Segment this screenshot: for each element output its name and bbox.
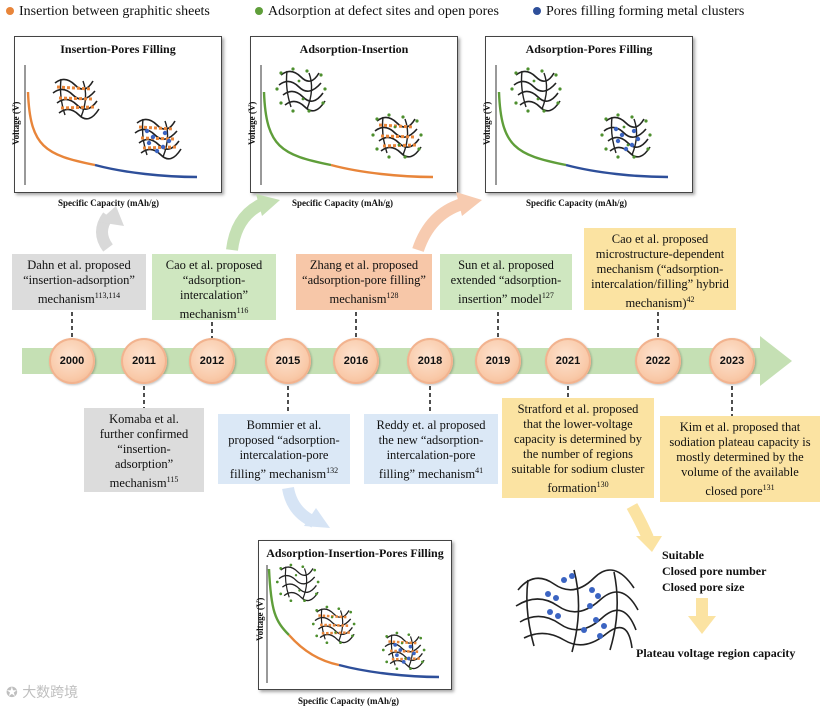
year-node-2023: 2023	[709, 338, 755, 384]
blue-arrow-icon	[304, 508, 330, 528]
panel-adsorption-pores-filling: Adsorption-Pores Filling Voltage (V)	[482, 36, 693, 193]
voltage-curve-chart	[266, 563, 440, 683]
green-arrow-icon	[256, 194, 280, 216]
legend-label: Pores filling forming metal clusters	[546, 4, 745, 19]
orange-dot-icon	[6, 6, 14, 15]
watermark-icon: ✪	[6, 685, 18, 701]
box-kim-2023: Kim et al. proposed that sodiation plate…	[660, 416, 820, 502]
note-closed-pore-number: Closed pore number	[662, 564, 767, 578]
pore-cluster-structure-icon	[381, 631, 426, 671]
legend-label: Insertion between graphitic sheets	[19, 4, 210, 19]
year-node-2021: 2021	[545, 338, 591, 384]
panel-adsorption-insertion-pores-filling: Adsorption-Insertion-Pores Filling Volta…	[255, 540, 452, 690]
insertion-structure-icon	[371, 113, 423, 159]
note-closed-pore-size: Closed pore size	[662, 580, 745, 594]
year-node-2011: 2011	[121, 338, 167, 384]
year-node-2016: 2016	[333, 338, 379, 384]
y-axis-label: Voltage (V)	[11, 101, 21, 145]
box-reddy-2018: Reddy et. al proposed the new “adsorptio…	[364, 414, 498, 484]
legend-item-insertion: Insertion between graphitic sheets	[6, 4, 210, 20]
yellow-down-arrow-icon	[688, 616, 716, 634]
defect-site-structure-icon	[275, 67, 327, 113]
box-sun-2019: Sun et al. proposed extended “adsorption…	[440, 254, 572, 310]
voltage-curve-chart	[24, 65, 198, 185]
box-komaba-2011: Komaba et al. further confirmed “inserti…	[84, 408, 204, 492]
year-node-2018: 2018	[407, 338, 453, 384]
year-node-2012: 2012	[189, 338, 235, 384]
legend-item-pore-filling: Pores filling forming metal clusters	[533, 4, 744, 20]
panel-insertion-pores-filling: Insertion-Pores Filling Voltage (V)	[11, 36, 222, 193]
timeline-arrowhead-icon	[760, 336, 792, 386]
x-axis-label: Specific Capacity (mAh/g)	[292, 198, 393, 208]
box-stratford-2021: Stratford et al. proposed that the lower…	[502, 398, 654, 498]
yellow-arrow-icon	[636, 536, 662, 552]
year-node-2022: 2022	[635, 338, 681, 384]
closed-pore-cluster-illustration	[515, 569, 639, 653]
x-axis-label: Specific Capacity (mAh/g)	[526, 198, 627, 208]
voltage-curve-chart	[260, 65, 434, 185]
pore-cluster-structure-icon	[600, 113, 652, 159]
box-cao-2022: Cao et al. proposed microstructure-depen…	[584, 228, 736, 310]
pore-cluster-structure-icon	[134, 118, 182, 160]
y-axis-label: Voltage (V)	[255, 597, 265, 641]
panel-title: Adsorption-Pores Filling	[525, 42, 653, 56]
blue-dot-icon	[533, 6, 541, 15]
box-cao-2012: Cao et al. proposed “adsorption- interca…	[152, 254, 276, 321]
legend-label: Adsorption at defect sites and open pore…	[268, 4, 499, 19]
panel-adsorption-insertion: Adsorption-Insertion Voltage (V)	[247, 36, 458, 193]
graphitic-structure-icon	[52, 78, 100, 120]
box-bommier-2015: Bommier et al. proposed “adsorption- int…	[218, 414, 350, 484]
defect-site-structure-icon	[510, 67, 562, 113]
x-axis-label: Specific Capacity (mAh/g)	[298, 696, 399, 706]
box-dahn-2000: Dahn et al. proposed “insertion-adsorpti…	[12, 254, 146, 310]
box-zhang-2016: Zhang et al. proposed “adsorption-pore f…	[296, 254, 432, 310]
panel-title: Insertion-Pores Filling	[60, 42, 176, 56]
orange-arrow-icon	[456, 192, 482, 216]
legend-item-adsorption: Adsorption at defect sites and open pore…	[255, 4, 499, 20]
insertion-structure-icon	[311, 605, 356, 645]
watermark-logo: ✪ 大数跨境	[6, 685, 79, 701]
legend: Insertion between graphitic sheets Adsor…	[0, 4, 827, 26]
y-axis-label: Voltage (V)	[247, 101, 257, 145]
panel-title: Adsorption-Insertion-Pores Filling	[266, 546, 444, 560]
gray-arrow-icon	[98, 206, 124, 226]
defect-site-structure-icon	[275, 563, 320, 603]
year-node-2019: 2019	[475, 338, 521, 384]
year-node-2000: 2000	[49, 338, 95, 384]
note-plateau-capacity: Plateau voltage region capacity	[636, 646, 796, 660]
x-axis-label: Specific Capacity (mAh/g)	[58, 198, 159, 208]
year-node-2015: 2015	[265, 338, 311, 384]
y-axis-label: Voltage (V)	[482, 101, 492, 145]
green-dot-icon	[255, 6, 263, 15]
panel-title: Adsorption-Insertion	[299, 42, 409, 56]
voltage-curve-chart	[495, 65, 669, 185]
note-suitable: Suitable	[662, 548, 705, 562]
